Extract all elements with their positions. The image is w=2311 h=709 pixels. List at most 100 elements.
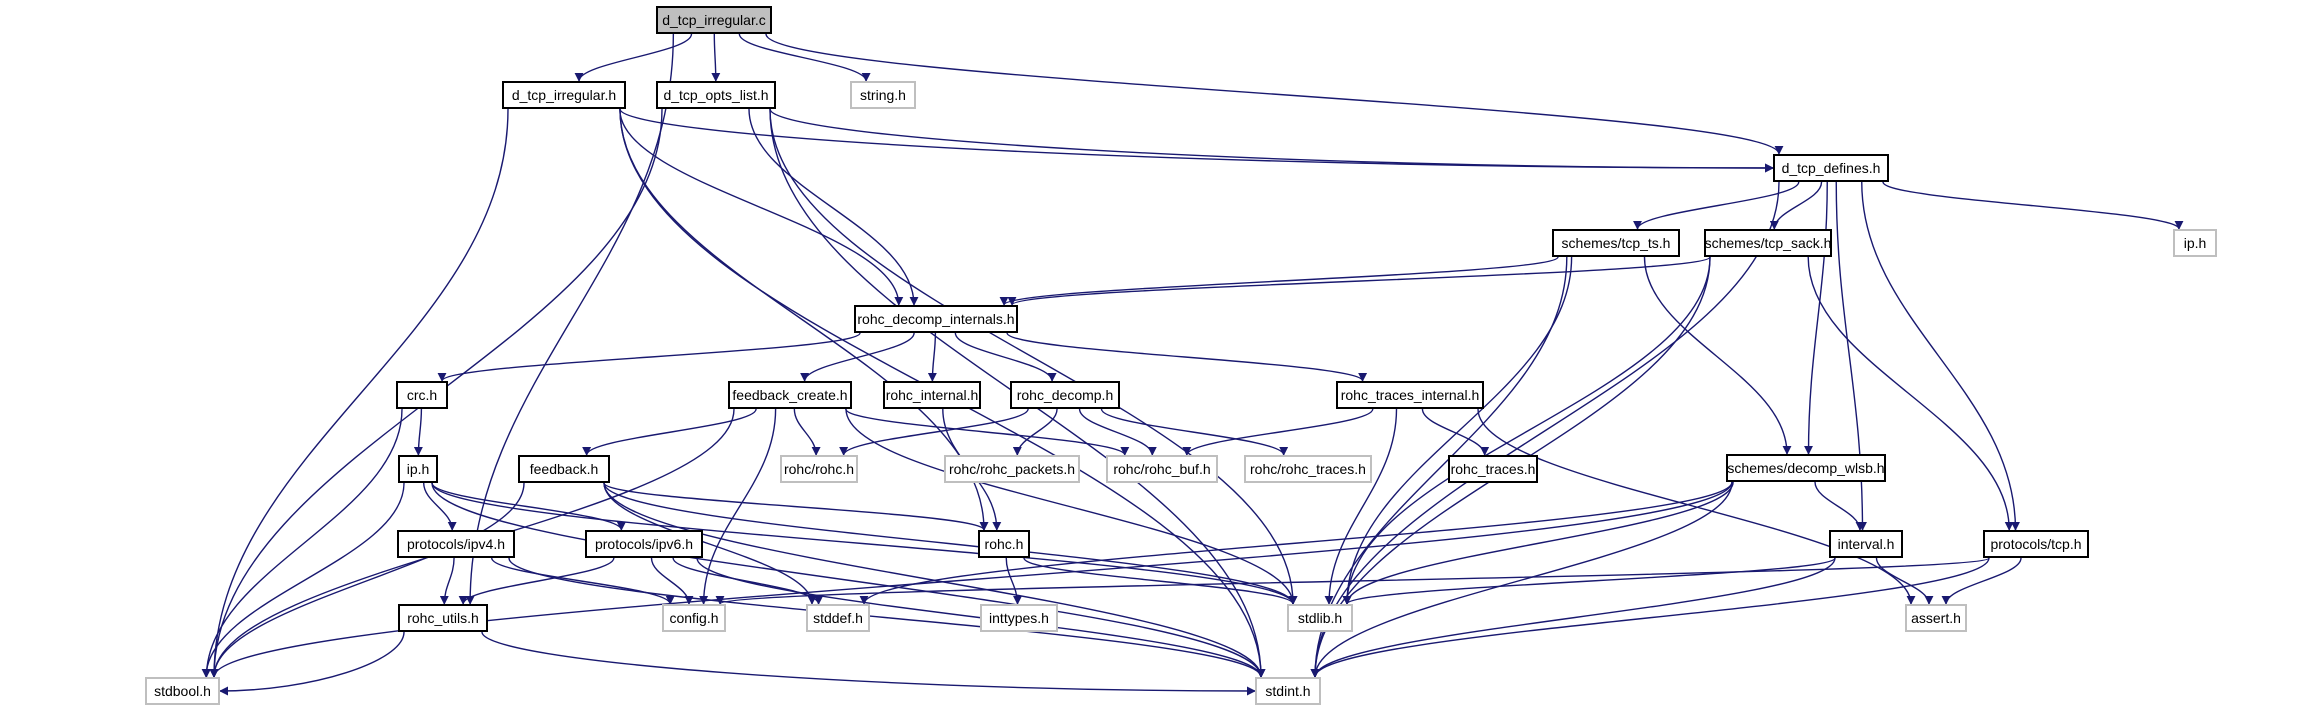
node-label: config.h (669, 610, 719, 626)
graph-node-rohc-h[interactable]: rohc.h (978, 530, 1030, 558)
node-label: crc.h (406, 387, 438, 403)
edge-d-tcp-irregular-c-to-d-tcp-irregular-h (574, 33, 693, 82)
edge-protocols-tcp-h-to-assert-h (1941, 557, 2022, 605)
edge-interval-h-to-stdint-h (1310, 557, 1836, 678)
edge-schemes-decomp-wlsb-h-to-interval-h (1814, 481, 1865, 531)
edge-rohc-traces-internal-h-to-stdlib-h (1324, 408, 1398, 605)
graph-node-rohc-rohc-h: rohc/rohc.h (780, 455, 858, 483)
graph-node-protocols-ipv6-h[interactable]: protocols/ipv6.h (585, 530, 703, 558)
graph-node-d-tcp-irregular-c[interactable]: d_tcp_irregular.c (656, 6, 772, 34)
edge-crc-h-to-stdbool-h (201, 408, 403, 678)
node-label: interval.h (1837, 536, 1895, 552)
edge-rohc-decomp-internals-h-to-crc-h (437, 332, 861, 382)
edge-schemes-decomp-wlsb-h-to-stdbool-h (209, 481, 1733, 678)
node-label: stddef.h (813, 610, 863, 626)
edge-rohc-decomp-h-to-rohc-rohc-traces-h (1100, 408, 1289, 456)
graph-node-rohc-internal-h[interactable]: rohc_internal.h (883, 381, 981, 409)
edge-crc-h-to-ip-h (413, 408, 423, 456)
graph-node-rohc-rohc-packets-h: rohc/rohc_packets.h (944, 455, 1080, 483)
edge-schemes-tcp-sack-h-to-stdlib-h (1342, 256, 1711, 605)
edge-protocols-ipv4-h-to-stdint-h (508, 557, 1266, 678)
node-label: stdlib.h (1297, 610, 1343, 626)
graph-node-stdlib-h: stdlib.h (1287, 604, 1353, 632)
edge-feedback-create-h-to-rohc-rohc-buf-h (845, 408, 1130, 456)
edge-d-tcp-defines-h-to-protocols-tcp-h (1861, 181, 2020, 531)
edge-schemes-tcp-sack-h-to-protocols-tcp-h (1807, 256, 2014, 531)
edge-ip-h-to-stdlib-h (431, 482, 1298, 605)
graph-node-rohc-traces-h[interactable]: rohc_traces.h (1448, 455, 1538, 483)
node-label: rohc/rohc_packets.h (948, 461, 1076, 477)
graph-node-inttypes-h: inttypes.h (980, 604, 1058, 632)
edge-feedback-h-to-stdbool-h (209, 482, 525, 678)
edge-ip-h-to-stdbool-h (201, 482, 405, 678)
edge-rohc-decomp-internals-h-to-rohc-decomp-h (954, 332, 1057, 382)
graph-node-crc-h[interactable]: crc.h (396, 381, 448, 409)
node-label: protocols/ipv4.h (406, 536, 506, 552)
edge-schemes-tcp-ts-h-to-schemes-decomp-wlsb-h (1643, 256, 1792, 455)
graph-node-ip-h[interactable]: ip.h (398, 455, 438, 483)
node-label: stdbool.h (154, 683, 211, 699)
edge-schemes-tcp-ts-h-to-stdlib-h (1342, 256, 1573, 605)
graph-node-schemes-decomp-wlsb-h[interactable]: schemes/decomp_wlsb.h (1726, 454, 1886, 482)
graph-node-config-h: config.h (662, 604, 726, 632)
graph-node-feedback-create-h[interactable]: feedback_create.h (728, 381, 852, 409)
node-label: string.h (860, 87, 906, 103)
edge-feedback-create-h-to-feedback-h (582, 408, 757, 456)
node-label: d_tcp_opts_list.h (663, 87, 769, 103)
edge-protocols-tcp-h-to-stdint-h (1310, 557, 1990, 678)
edge-rohc-decomp-h-to-rohc-rohc-packets-h (1012, 408, 1058, 456)
graph-node-rohc-traces-internal-h[interactable]: rohc_traces_internal.h (1336, 381, 1484, 409)
edge-d-tcp-irregular-c-to-string-h (738, 33, 871, 82)
graph-node-feedback-h[interactable]: feedback.h (518, 455, 610, 483)
graph-node-rohc-rohc-traces-h: rohc/rohc_traces.h (1244, 455, 1372, 483)
node-label: rohc_internal.h (885, 387, 979, 403)
edge-schemes-decomp-wlsb-h-to-stdint-h (1310, 481, 1733, 678)
edge-protocols-ipv4-h-to-rohc-utils-h (439, 557, 455, 605)
node-label: rohc_traces_internal.h (1340, 387, 1480, 403)
node-label: rohc.h (984, 536, 1024, 552)
graph-node-d-tcp-irregular-h[interactable]: d_tcp_irregular.h (502, 81, 626, 109)
graph-node-interval-h[interactable]: interval.h (1829, 530, 1903, 558)
graph-node-schemes-tcp-ts-h[interactable]: schemes/tcp_ts.h (1552, 229, 1680, 257)
edge-rohc-decomp-internals-h-to-rohc-traces-internal-h (1006, 332, 1367, 382)
edge-schemes-tcp-ts-h-to-rohc-decomp-internals-h (999, 256, 1559, 306)
node-label: protocols/ipv6.h (594, 536, 694, 552)
edge-d-tcp-defines-h-to-ip-h-sys (1882, 181, 2184, 230)
graph-node-assert-h: assert.h (1905, 604, 1967, 632)
edge-feedback-h-to-rohc-h (603, 482, 989, 531)
node-label: d_tcp_defines.h (1781, 160, 1881, 176)
graph-node-rohc-utils-h[interactable]: rohc_utils.h (398, 604, 488, 632)
graph-node-d-tcp-opts-list-h[interactable]: d_tcp_opts_list.h (656, 81, 776, 109)
edge-protocols-ipv6-h-to-config-h (650, 557, 694, 605)
edge-rohc-traces-internal-h-to-assert-h (1477, 408, 1916, 605)
graph-node-stddef-h: stddef.h (806, 604, 870, 632)
edge-d-tcp-defines-h-to-schemes-tcp-ts-h (1633, 181, 1800, 230)
graph-node-rohc-decomp-internals-h[interactable]: rohc_decomp_internals.h (854, 305, 1018, 333)
edge-rohc-h-to-stdlib-h (1023, 557, 1298, 605)
graph-node-protocols-tcp-h[interactable]: protocols/tcp.h (1983, 530, 2089, 558)
edge-d-tcp-defines-h-to-schemes-tcp-sack-h (1769, 181, 1823, 230)
graph-node-d-tcp-defines-h[interactable]: d_tcp_defines.h (1773, 154, 1889, 182)
edge-d-tcp-irregular-h-to-d-tcp-defines-h (619, 108, 1774, 173)
node-label: ip.h (2183, 235, 2207, 251)
edge-d-tcp-irregular-c-to-d-tcp-defines-h (765, 33, 1784, 155)
node-label: rohc/rohc.h (783, 461, 855, 477)
edge-feedback-create-h-to-rohc-rohc-h (793, 408, 821, 456)
edge-d-tcp-defines-h-to-schemes-decomp-wlsb-h (1804, 181, 1828, 455)
node-label: assert.h (1911, 610, 1961, 626)
edge-d-tcp-opts-list-h-to-stdlib-h (769, 108, 1298, 605)
node-label: rohc/rohc_traces.h (1250, 461, 1366, 477)
graph-node-rohc-decomp-h[interactable]: rohc_decomp.h (1010, 381, 1120, 409)
edge-rohc-utils-h-to-stdbool-h (219, 631, 405, 696)
node-label: schemes/tcp_sack.h (1704, 235, 1832, 251)
edge-protocols-tcp-h-to-config-h (716, 557, 1990, 605)
edge-d-tcp-irregular-h-to-rohc-decomp-internals-h (619, 108, 904, 306)
node-label: rohc_decomp.h (1016, 387, 1114, 403)
graph-node-schemes-tcp-sack-h[interactable]: schemes/tcp_sack.h (1704, 229, 1832, 257)
node-label: stdint.h (1265, 683, 1311, 699)
edge-rohc-h-to-inttypes-h (1005, 557, 1022, 605)
edge-d-tcp-irregular-c-to-rohc-utils-h (465, 33, 675, 605)
graph-node-protocols-ipv4-h[interactable]: protocols/ipv4.h (397, 530, 515, 558)
edge-d-tcp-opts-list-h-to-d-tcp-defines-h (769, 108, 1774, 173)
